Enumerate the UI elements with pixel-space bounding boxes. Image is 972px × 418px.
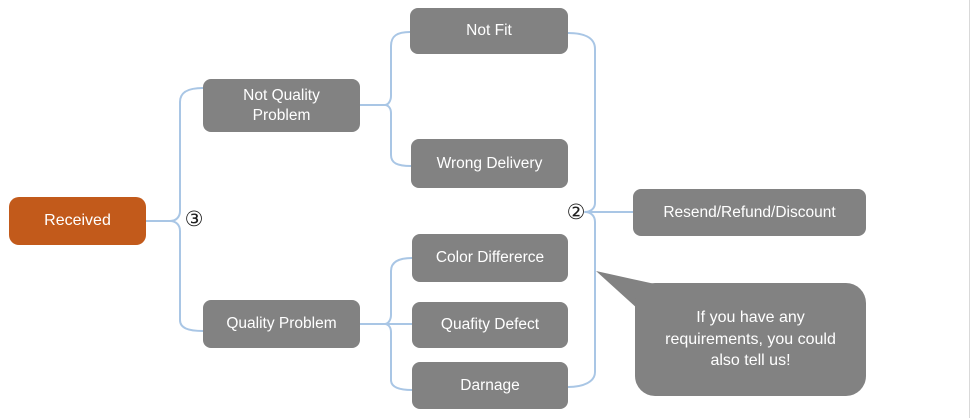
node-not-fit: Not Fit [410, 8, 568, 54]
node-color-difference: Color Differerce [412, 234, 568, 282]
node-received: Received [9, 197, 146, 245]
node-wrong-delivery: Wrong Delivery [411, 139, 568, 188]
callout-bubble: If you have any requirements, you could … [635, 283, 866, 396]
node-quality-defect: Quafity Defect [412, 302, 568, 348]
page-right-border [969, 0, 970, 418]
step-marker-3: ③ [184, 206, 204, 231]
node-damage: Darnage [412, 362, 568, 409]
node-resend-refund-discount: Resend/Refund/Discount [633, 189, 866, 236]
brace-not-quality-problem [359, 31, 412, 167]
node-not-quality-problem: Not Quality Problem [203, 79, 360, 132]
step-marker-2: ② [566, 199, 586, 224]
node-quality-problem: Quality Problem [203, 300, 360, 348]
brace-quality-problem [359, 257, 413, 391]
